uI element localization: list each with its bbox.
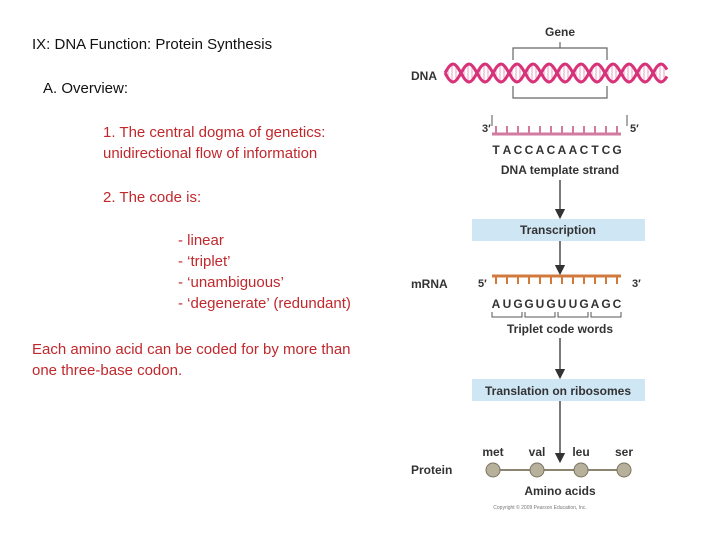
mrna-strand xyxy=(492,274,621,284)
slide-title: IX: DNA Function: Protein Synthesis xyxy=(32,36,273,53)
translation-label: Translation on ribosomes xyxy=(485,384,631,398)
base-letter: C xyxy=(580,143,589,157)
copyright-text: Copyright © 2009 Pearson Education, Inc. xyxy=(493,504,586,511)
amino-acid-name: ser xyxy=(615,445,633,459)
transcription-box xyxy=(472,219,645,241)
base-letter: C xyxy=(525,143,534,157)
helix-strand-b xyxy=(443,62,669,84)
base-letter: U xyxy=(503,297,512,311)
amino-acid-bead xyxy=(616,462,632,478)
amino-acid-bead xyxy=(573,462,589,478)
base-letter: C xyxy=(613,297,622,311)
base-letter: A xyxy=(492,297,501,311)
codon-bracket xyxy=(491,312,523,318)
base-letter: U xyxy=(569,297,578,311)
template-strand xyxy=(492,126,621,136)
codon-bracket xyxy=(590,312,622,318)
base-letter: A xyxy=(591,297,600,311)
gene-label: Gene xyxy=(545,25,575,39)
helix-strand-a xyxy=(443,62,669,84)
base-letter: A xyxy=(569,143,578,157)
base-letter: T xyxy=(591,143,599,157)
base-letter: G xyxy=(601,297,610,311)
gene-bracket-top xyxy=(512,47,608,60)
base-letter: G xyxy=(513,297,522,311)
property-item: - linear xyxy=(178,232,224,249)
amino-acids-label: Amino acids xyxy=(524,484,596,498)
property-item: - ‘triplet’ xyxy=(178,253,231,270)
section-heading: A. Overview: xyxy=(43,80,129,97)
base-letter: U xyxy=(558,297,567,311)
gene-bracket-bottom xyxy=(512,86,608,99)
base-letter: G xyxy=(612,143,621,157)
mrna-label: mRNA xyxy=(411,277,448,291)
translation-box xyxy=(472,379,645,401)
amino-acid-bead xyxy=(529,462,545,478)
base-letter: A xyxy=(558,143,567,157)
protein-label: Protein xyxy=(411,463,452,477)
point-central-dogma: 1. The central dogma of genetics: unidir… xyxy=(103,122,325,164)
point1-line2: unidirectional flow of information xyxy=(103,145,318,162)
degeneracy-note: Each amino acid can be coded for by more… xyxy=(32,339,392,381)
code-properties-list: - linear - ‘triplet’ - ‘unambiguous’ - ‘… xyxy=(178,230,351,314)
triplet-label: Triplet code words xyxy=(507,322,613,336)
base-letter: C xyxy=(514,143,523,157)
mrna-3prime: 3′ xyxy=(632,278,641,290)
base-letter: T xyxy=(492,143,500,157)
base-letter: A xyxy=(536,143,545,157)
codon-bracket xyxy=(557,312,589,318)
base-letter: C xyxy=(547,143,556,157)
note-line1: Each amino acid can be coded for by more… xyxy=(32,341,351,358)
template-5prime: 5′ xyxy=(630,123,639,135)
amino-acid-bead xyxy=(485,462,501,478)
base-letter: C xyxy=(602,143,611,157)
point1-line1: 1. The central dogma of genetics: xyxy=(103,124,326,141)
template-3prime: 3′ xyxy=(482,123,491,135)
property-item: - ‘unambiguous’ xyxy=(178,274,284,291)
property-item: - ‘degenerate’ (redundant) xyxy=(178,295,351,312)
mrna-5prime: 5′ xyxy=(478,278,487,290)
base-letter: A xyxy=(503,143,512,157)
amino-acid-name: val xyxy=(529,445,546,459)
codon-brackets xyxy=(491,312,622,318)
template-strand-label: DNA template strand xyxy=(501,163,619,177)
note-line2: one three-base codon. xyxy=(32,362,183,379)
base-letter: G xyxy=(546,297,555,311)
base-letter: G xyxy=(524,297,533,311)
dna-double-helix xyxy=(443,62,669,84)
amino-acid-chain: met val leu ser xyxy=(482,445,633,478)
transcription-label: Transcription xyxy=(520,223,596,237)
base-letter: U xyxy=(536,297,545,311)
point-code-is: 2. The code is: xyxy=(103,189,202,206)
amino-acid-name: leu xyxy=(572,445,589,459)
dna-label: DNA xyxy=(411,69,437,83)
codon-bracket xyxy=(524,312,556,318)
base-letter: G xyxy=(579,297,588,311)
amino-acid-name: met xyxy=(482,445,503,459)
